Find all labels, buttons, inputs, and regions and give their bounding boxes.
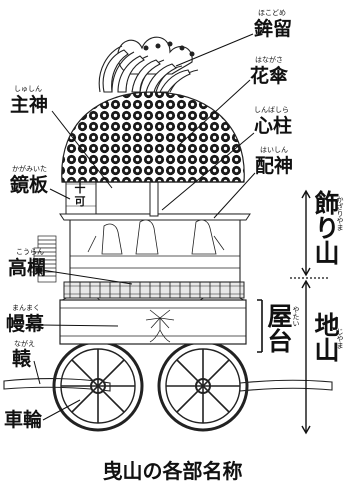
plaque-text: 十可 <box>75 181 86 208</box>
shushin-label: 主神 <box>10 94 49 116</box>
manmaku-label: 幔幕 <box>6 313 45 335</box>
wheel-left <box>52 340 144 432</box>
hokodome-crest <box>98 36 199 93</box>
manmaku-ruby: まんまく <box>12 304 40 312</box>
hokodome-label: 鉾留 <box>254 18 293 40</box>
nagae-ruby: ながえ <box>14 340 35 348</box>
shushin-ruby: しゅしん <box>14 85 42 93</box>
diagram-title: 曳山の各部名称 <box>102 459 243 483</box>
kazariyama-label: 飾り山 <box>311 190 340 265</box>
leader-lines <box>33 33 256 421</box>
kagamiita-label: 鏡板 <box>10 174 49 196</box>
kouran-label: 高欄 <box>8 257 47 279</box>
jiyama-label: 地山 <box>311 312 340 362</box>
side-stack <box>29 235 57 283</box>
kazariyama-label-text: 飾り山 <box>311 190 340 265</box>
section-brackets <box>257 189 330 435</box>
hanagasa-ruby: はながさ <box>255 56 283 64</box>
kouran-railing <box>63 281 245 299</box>
jiyama-label-text: 地山 <box>311 312 340 362</box>
haishin-label: 配神 <box>255 155 294 177</box>
nagae-shafts <box>3 378 333 392</box>
shinbashira-label: 心柱 <box>254 115 293 137</box>
hanagasa-dome <box>61 91 245 183</box>
kazariyama-ruby: かざりやま <box>336 196 344 231</box>
upper-deck <box>59 213 251 283</box>
hokodome-ruby: ほこどめ <box>258 9 286 17</box>
yatai-ruby: やたい <box>292 306 300 327</box>
hanagasa-label: 花傘 <box>250 65 289 87</box>
sharin-label: 車輪 <box>4 409 43 431</box>
yatai-label: 屋台 <box>264 303 293 353</box>
wheel-right <box>157 340 249 432</box>
jiyama-ruby: じやま <box>336 328 344 349</box>
manmaku-curtain <box>145 309 175 343</box>
haishin-ruby: はいしん <box>260 146 288 154</box>
yatai-label-text: 屋台 <box>264 303 293 353</box>
plaque: 十可 <box>75 181 86 208</box>
shinbashira-ruby: しんばしら <box>254 106 289 114</box>
yatai-body <box>59 293 247 345</box>
kagamiita-ruby: かがみいた <box>12 165 47 173</box>
kouran-ruby: こうらん <box>16 248 44 256</box>
nagae-label: 轅 <box>12 348 32 370</box>
